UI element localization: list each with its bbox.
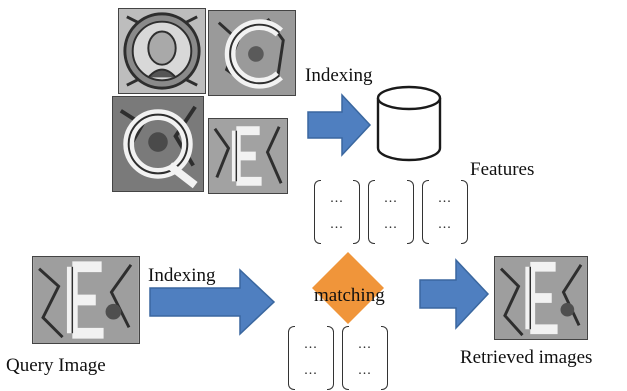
feature-vector: ...... xyxy=(422,180,468,244)
letter-c-initial-tile xyxy=(208,10,296,96)
features-label: Features xyxy=(470,159,535,180)
matching-diamond-shape xyxy=(312,252,384,324)
retrieved-image-tile xyxy=(494,256,588,340)
query-image-label: Query Image xyxy=(6,355,106,376)
indexing-label-top: Indexing xyxy=(305,65,373,86)
feature-vector: ...... xyxy=(368,180,414,244)
result-arrow-icon xyxy=(419,258,490,330)
feature-vector: ...... xyxy=(314,180,360,244)
database-cylinder-icon xyxy=(376,85,442,162)
retrieved-images-label: Retrieved images xyxy=(460,347,593,368)
indexing-arrow-top-icon xyxy=(307,93,372,157)
matching-label: matching xyxy=(314,285,385,306)
query-feature-vector: ...... xyxy=(342,326,388,390)
portrait-medallion-tile xyxy=(118,8,206,94)
query-image-tile xyxy=(32,256,140,344)
letter-e-initial-tile xyxy=(208,118,288,194)
letter-q-initial-tile xyxy=(112,96,204,192)
indexing-arrow-bottom-icon xyxy=(149,268,276,336)
indexing-label-bottom: Indexing xyxy=(148,265,216,286)
query-feature-vector: ...... xyxy=(288,326,334,390)
